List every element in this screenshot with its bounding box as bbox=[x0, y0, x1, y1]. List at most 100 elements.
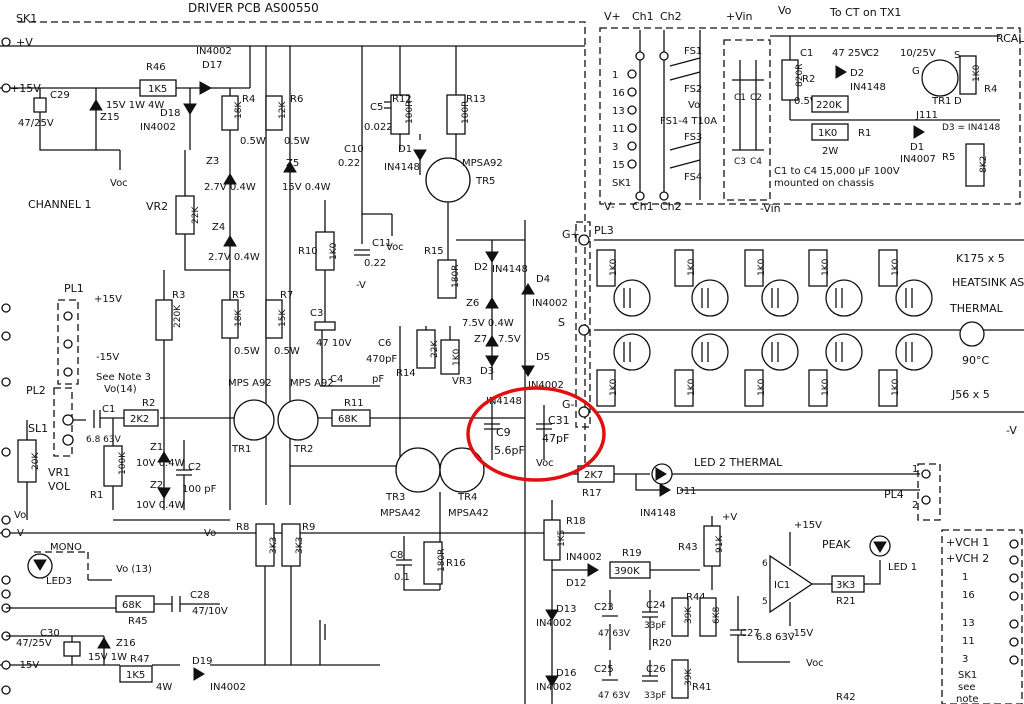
r7-watt: 0.5W bbox=[274, 346, 300, 357]
psu-r1-body bbox=[811, 123, 849, 141]
led3-diode bbox=[33, 559, 47, 571]
v-minus-label: V- bbox=[604, 200, 615, 213]
c2-value: 100 pF bbox=[182, 484, 217, 495]
ch1-top-label: Ch1 bbox=[632, 10, 654, 23]
c24-cap bbox=[642, 590, 658, 650]
mosfet-symbol bbox=[701, 342, 709, 362]
ic1-label: IC1 bbox=[774, 580, 790, 591]
tr2-type: MPS A92 bbox=[290, 378, 334, 389]
r8-label: R8 bbox=[236, 522, 249, 533]
vo-label: Vo bbox=[204, 528, 216, 539]
cap-c2: C2 bbox=[750, 93, 762, 103]
tr5-label: TR5 bbox=[475, 176, 495, 187]
d2-label: D2 bbox=[474, 262, 488, 273]
minus-15v-left-label: -15V bbox=[16, 660, 39, 671]
r16-label: R16 bbox=[446, 558, 466, 569]
d3-label: D3 bbox=[480, 366, 494, 377]
c30-body bbox=[63, 641, 81, 657]
d17-label: D17 bbox=[202, 60, 222, 71]
r12-body bbox=[390, 94, 410, 135]
pl4-pin1: 1 bbox=[912, 464, 918, 475]
r1-label: R1 bbox=[90, 490, 103, 501]
c9-label: C9 bbox=[496, 426, 511, 439]
pl3-label: PL3 bbox=[594, 224, 614, 237]
psu-r4-value: 1K0 bbox=[972, 64, 982, 82]
mosfet-gate-resistor-lower-3 bbox=[744, 369, 764, 407]
fs-rating: FS1-4 T10A bbox=[660, 116, 717, 127]
r4-body bbox=[221, 95, 239, 131]
fs1-label: FS1 bbox=[684, 46, 702, 57]
z7-value: 7.5V bbox=[498, 334, 521, 345]
r17-label: R17 bbox=[582, 488, 602, 499]
r13-label: R13 bbox=[466, 94, 486, 105]
r42-label: R42 bbox=[836, 692, 856, 703]
reservoir-caps-outline bbox=[723, 39, 771, 201]
r4-watt: 0.5W bbox=[240, 136, 266, 147]
c3-label: C3 bbox=[310, 308, 323, 319]
r41-label: R41 bbox=[692, 682, 712, 693]
tr4-type: MPSA42 bbox=[448, 508, 489, 519]
sl1-label: SL1 bbox=[28, 422, 48, 435]
c6-value: 470pF bbox=[366, 354, 397, 365]
c8-cap bbox=[396, 536, 440, 591]
r21-label: R21 bbox=[836, 596, 856, 607]
d5-label: D5 bbox=[536, 352, 550, 363]
r19-label: R19 bbox=[622, 548, 642, 559]
ch-pin-11: 11 bbox=[962, 636, 975, 647]
psu-r4-body bbox=[959, 55, 977, 95]
d17-type: IN4002 bbox=[196, 46, 232, 57]
r7-label: R7 bbox=[280, 290, 293, 301]
d3-diode bbox=[485, 355, 499, 367]
d4-diode bbox=[521, 283, 535, 295]
tr1-label: TR1 bbox=[231, 444, 251, 455]
r14-body bbox=[416, 329, 436, 369]
psu-d1-type: IN4007 bbox=[900, 154, 936, 165]
psu-d3-note: D3 = IN4148 bbox=[942, 123, 1000, 133]
mosfet-symbol bbox=[905, 342, 913, 362]
r19-body bbox=[609, 561, 651, 579]
pin-13: 13 bbox=[612, 106, 625, 117]
vr2-value: 22K bbox=[191, 206, 201, 224]
r17-body bbox=[577, 465, 615, 483]
mosfet-gate-resistor-lower-2 bbox=[674, 369, 694, 407]
z16-value: 15V 1W bbox=[88, 652, 127, 663]
vo-psu-label: Vo bbox=[688, 100, 700, 111]
r3-label: R3 bbox=[172, 290, 185, 301]
d1-diode bbox=[413, 149, 427, 161]
thermal-led-label: LED 2 THERMAL bbox=[694, 456, 783, 469]
psu-board-outline bbox=[599, 27, 1021, 205]
psu-r1-value: 1K0 bbox=[818, 128, 837, 139]
z16-zener bbox=[97, 637, 111, 649]
tr4-label: TR4 bbox=[457, 492, 477, 503]
cap-c1: C1 bbox=[734, 93, 746, 103]
pl1-plus15v: +15V bbox=[94, 294, 122, 305]
c27-value: 6.8 63V bbox=[756, 632, 795, 643]
psu-r3-value: 220K bbox=[816, 100, 842, 111]
r15-value: 180R bbox=[451, 265, 461, 288]
vo-left-label: Vo bbox=[14, 510, 26, 521]
r7-value: 15K bbox=[278, 309, 288, 327]
fs2-label: FS2 bbox=[684, 84, 702, 95]
d13-diode bbox=[545, 609, 559, 621]
d11-type: IN4148 bbox=[640, 508, 676, 519]
mosfet-gate-resistor-upper-4 bbox=[808, 249, 828, 287]
mosfet-gate-resistor-upper-2 bbox=[674, 249, 694, 287]
c11-label: C11 bbox=[372, 238, 392, 249]
voc-label-1: Voc bbox=[110, 178, 128, 189]
d19-type: IN4002 bbox=[210, 682, 246, 693]
d4-label: D4 bbox=[536, 274, 550, 285]
z2-label: Z2 bbox=[150, 480, 163, 491]
r13-body bbox=[446, 94, 466, 135]
r21-body bbox=[831, 575, 865, 593]
r45-body bbox=[115, 595, 155, 613]
to-ct-label: To CT on TX1 bbox=[829, 6, 901, 19]
fuse-links bbox=[669, 57, 701, 169]
z3-zener bbox=[223, 173, 237, 185]
d2-diode bbox=[485, 251, 499, 263]
r46-value: 1K5 bbox=[148, 84, 167, 95]
minus-vin-label: -Vin bbox=[760, 202, 781, 215]
z7-zener bbox=[485, 335, 499, 347]
mosfet-symbol bbox=[771, 342, 779, 362]
